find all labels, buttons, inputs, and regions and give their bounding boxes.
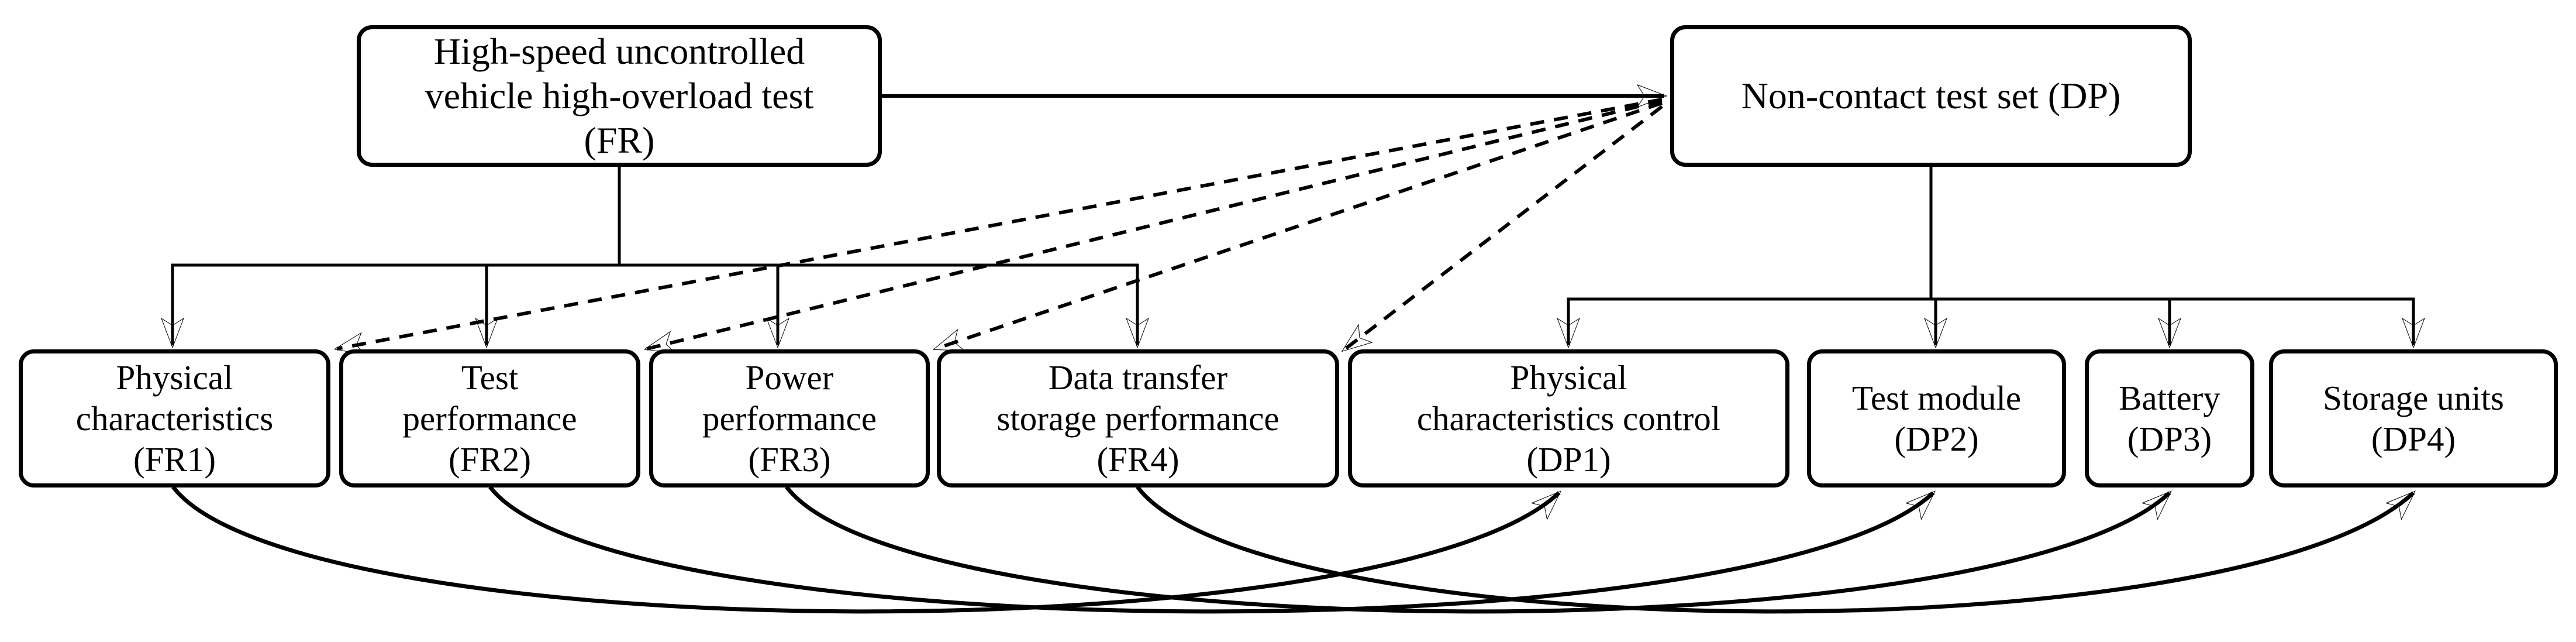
- edge-dashed-dp-to-fr3: [932, 101, 1663, 351]
- node-fr2-line2: performance: [402, 399, 577, 438]
- node-fr4-line1: Data transfer: [1048, 358, 1228, 397]
- edge-dashed-dp-to-fr2: [643, 99, 1663, 354]
- node-fr-line3: (FR): [584, 119, 655, 161]
- node-fr1-line2: characteristics: [75, 399, 274, 438]
- node-fr1-line1: Physical: [116, 358, 233, 397]
- node-dp3-line1: Battery: [2119, 379, 2220, 417]
- node-dp1: Physical characteristics control (DP1): [1348, 349, 1789, 487]
- node-dp: Non-contact test set (DP): [1670, 25, 2192, 167]
- node-fr-line2: vehicle high-overload test: [425, 75, 814, 116]
- node-fr4-line2: storage performance: [996, 399, 1280, 438]
- node-dp1-line3: (DP1): [1526, 440, 1611, 479]
- node-dp2: Test module (DP2): [1807, 349, 2066, 487]
- node-fr3-line1: Power: [745, 358, 834, 397]
- arc-fr2-to-dp2: [488, 485, 1936, 614]
- node-dp1-line2: characteristics control: [1416, 399, 1721, 438]
- node-fr: High-speed uncontrolled vehicle high-ove…: [357, 25, 882, 167]
- node-dp1-line1: Physical: [1510, 358, 1627, 397]
- node-dp4-line2: (DP4): [2371, 420, 2456, 458]
- dp-tree-trunk: [1567, 166, 2415, 301]
- node-fr3: Power performance (FR3): [649, 349, 930, 487]
- node-dp3: Battery (DP3): [2085, 349, 2254, 487]
- node-dp4: Storage units (DP4): [2269, 349, 2558, 487]
- edge-dashed-dp-to-fr1: [333, 98, 1663, 355]
- arc-fr3-to-dp3: [785, 485, 2172, 614]
- node-fr4-line3: (FR4): [1096, 440, 1180, 479]
- node-fr2: Test performance (FR2): [339, 349, 640, 487]
- node-fr2-line3: (FR2): [449, 440, 531, 479]
- node-dp2-line1: Test module: [1851, 379, 2022, 417]
- node-fr1-line3: (FR1): [133, 440, 216, 479]
- node-fr1: Physical characteristics (FR1): [19, 349, 330, 487]
- edge-dashed-dp-to-fr4: [1341, 105, 1663, 352]
- node-dp3-line2: (DP3): [2127, 420, 2212, 458]
- node-fr2-line1: Test: [461, 358, 519, 397]
- arc-fr1-to-dp1: [171, 485, 1561, 614]
- fr-tree-trunk: [171, 166, 1139, 267]
- node-dp-line1: Non-contact test set (DP): [1741, 75, 2121, 116]
- arc-fr4-to-dp4: [1136, 485, 2416, 614]
- node-fr3-line3: (FR3): [748, 440, 831, 479]
- node-fr-line1: High-speed uncontrolled: [433, 30, 805, 72]
- node-fr3-line2: performance: [702, 399, 877, 438]
- node-dp4-line1: Storage units: [2323, 379, 2504, 417]
- node-fr4: Data transfer storage performance (FR4): [937, 349, 1339, 487]
- node-dp2-line2: (DP2): [1894, 420, 1979, 458]
